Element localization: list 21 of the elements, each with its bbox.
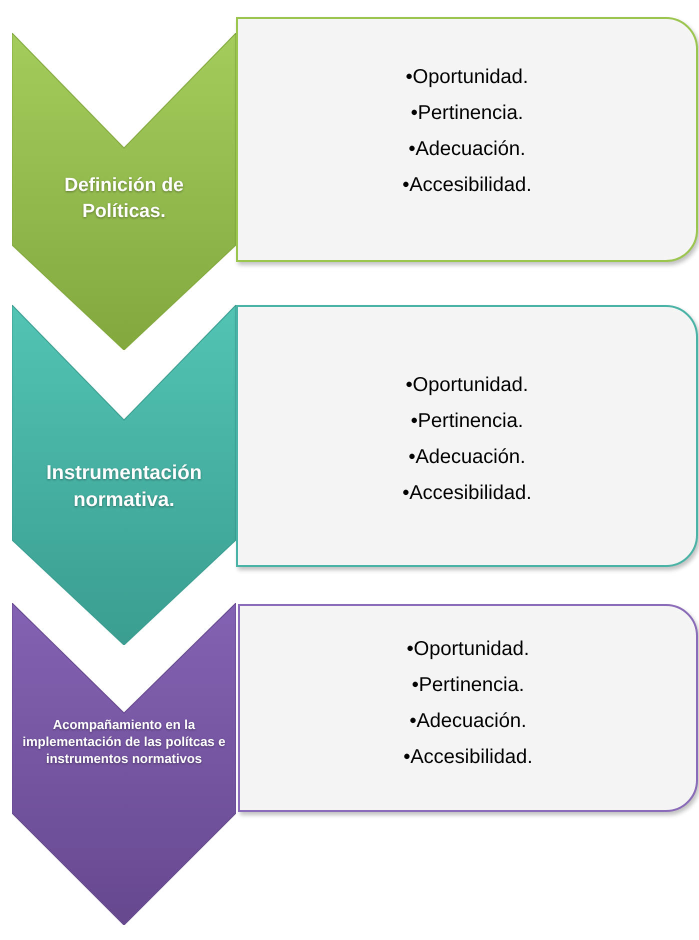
list-item: •Oportunidad.	[406, 65, 528, 90]
list-item: •Accesibilidad.	[402, 173, 532, 198]
step-title: Definición de Políticas.	[63, 174, 185, 224]
list-item: •Adecuación.	[408, 445, 526, 470]
list-item: •Oportunidad.	[406, 637, 530, 662]
chevron-shape	[12, 33, 236, 350]
list-item: •Accesibilidad.	[402, 481, 532, 506]
list-item: •Accesibilidad.	[403, 745, 533, 770]
step-title: Acompañamiento en la implementación de las polítcas e instrumentos normativos	[21, 716, 226, 767]
chevron-shape	[12, 305, 236, 645]
content-box	[238, 604, 698, 812]
chevron-shape	[12, 603, 236, 925]
list-item: •Adecuación.	[408, 137, 526, 162]
content-box	[236, 17, 698, 262]
list-item: •Pertinencia.	[412, 673, 524, 698]
list-item: •Adecuación.	[409, 709, 527, 734]
step-title: Instrumentación normativa.	[45, 461, 203, 513]
list-item: •Pertinencia.	[410, 101, 524, 126]
list-item: •Oportunidad.	[406, 373, 528, 398]
content-box	[236, 305, 698, 567]
list-item: •Pertinencia.	[410, 409, 524, 434]
